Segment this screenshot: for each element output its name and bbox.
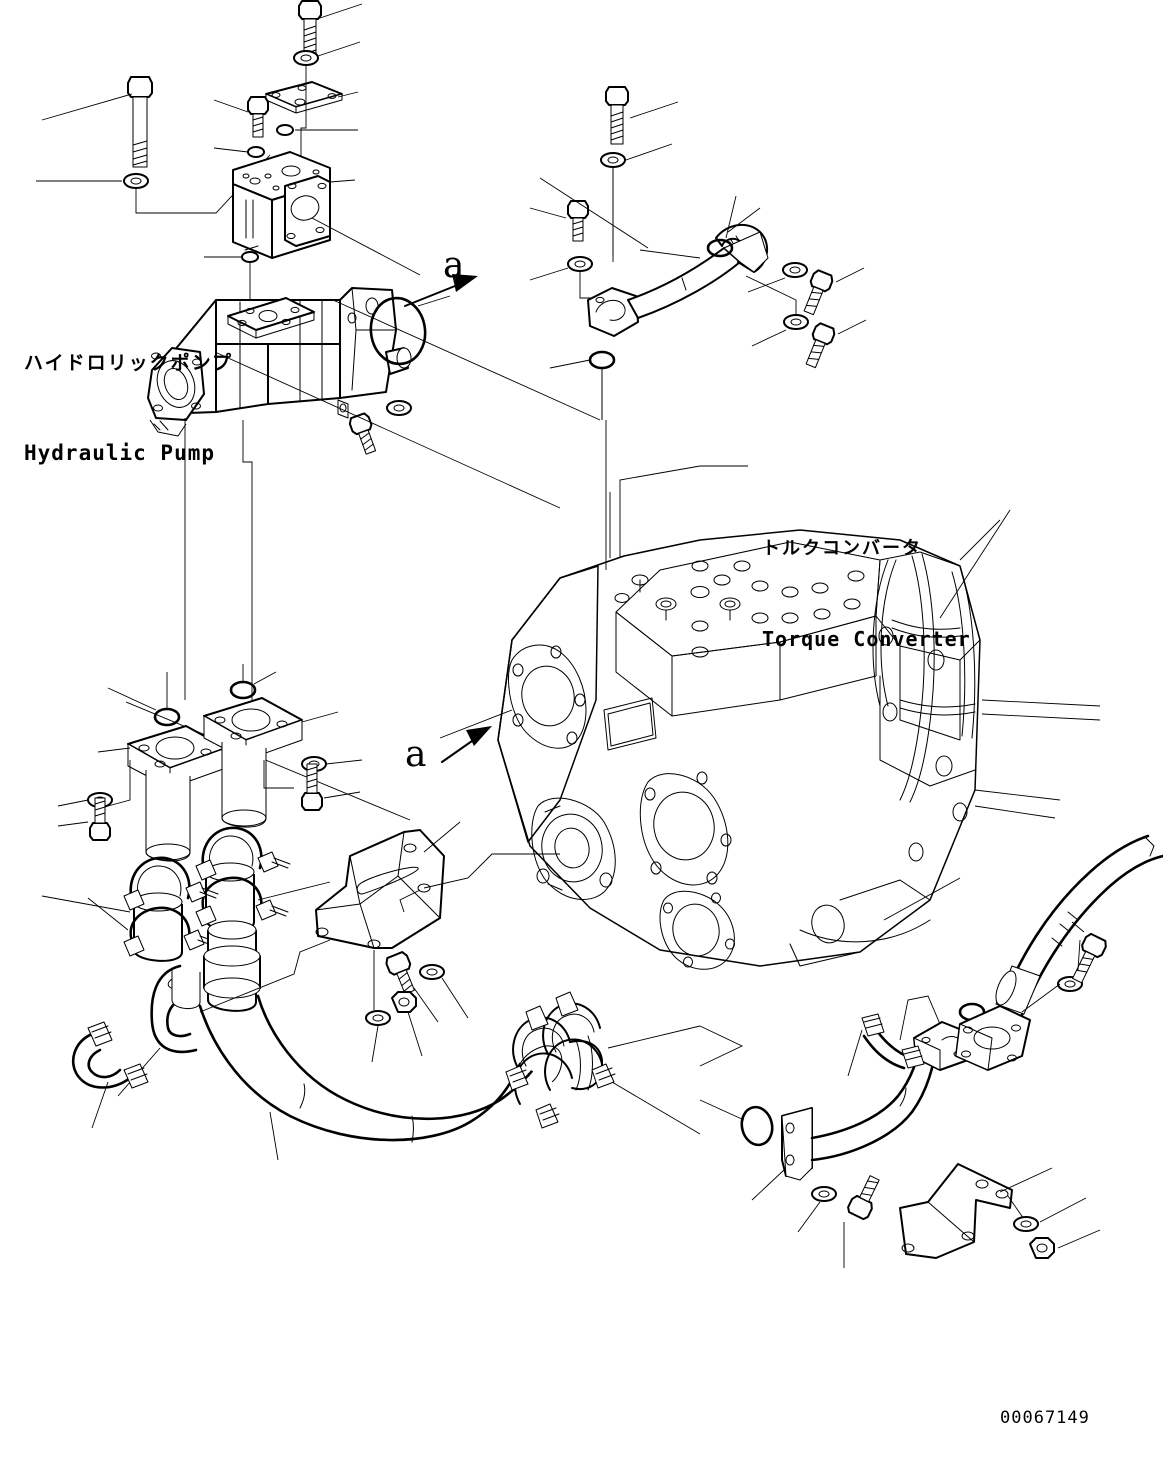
hydraulic-pump-label-jp: ハイドロリックポンプ [24, 352, 234, 374]
section-arrow-lower [441, 726, 492, 763]
lower-tube-art [810, 1021, 973, 1162]
section-mark-a-upper: a [443, 245, 465, 286]
hydraulic-pump-art [147, 287, 412, 437]
suction-flange-right [203, 697, 303, 828]
lower-tube-flange [781, 1107, 813, 1181]
tube-strap [861, 1013, 925, 1070]
small-hose-loop [71, 1021, 149, 1089]
section-arrow-upper [404, 274, 478, 307]
triangular-bracket [899, 1163, 1013, 1259]
drawing-number: 00067149 [1000, 1408, 1090, 1428]
mounting-bracket-art [315, 829, 445, 949]
torque-converter-label-jp: トルクコンバータ [762, 538, 922, 559]
upper-tube-art [587, 223, 769, 337]
torque-converter-art [497, 465, 1001, 970]
hose-connector-left [123, 856, 219, 962]
hydraulic-pump-label-en: Hydraulic Pump [24, 441, 216, 465]
hydraulic-pump-label: ハイドロリックポンプ Hydraulic Pump [24, 288, 233, 528]
suction-flange-left [127, 725, 227, 862]
cover-plate-art [265, 81, 343, 114]
valve-block-art [232, 151, 331, 259]
main-suction-hose [150, 920, 563, 1143]
upper-right-hose [955, 834, 1163, 1071]
section-mark-a-lower: a [405, 734, 427, 775]
hose-connector-right [195, 826, 291, 932]
torque-converter-label: トルクコンバータ Torque Converter [762, 474, 971, 714]
double-hose-clamp [505, 991, 616, 1129]
torque-converter-label-en: Torque Converter [762, 627, 971, 651]
